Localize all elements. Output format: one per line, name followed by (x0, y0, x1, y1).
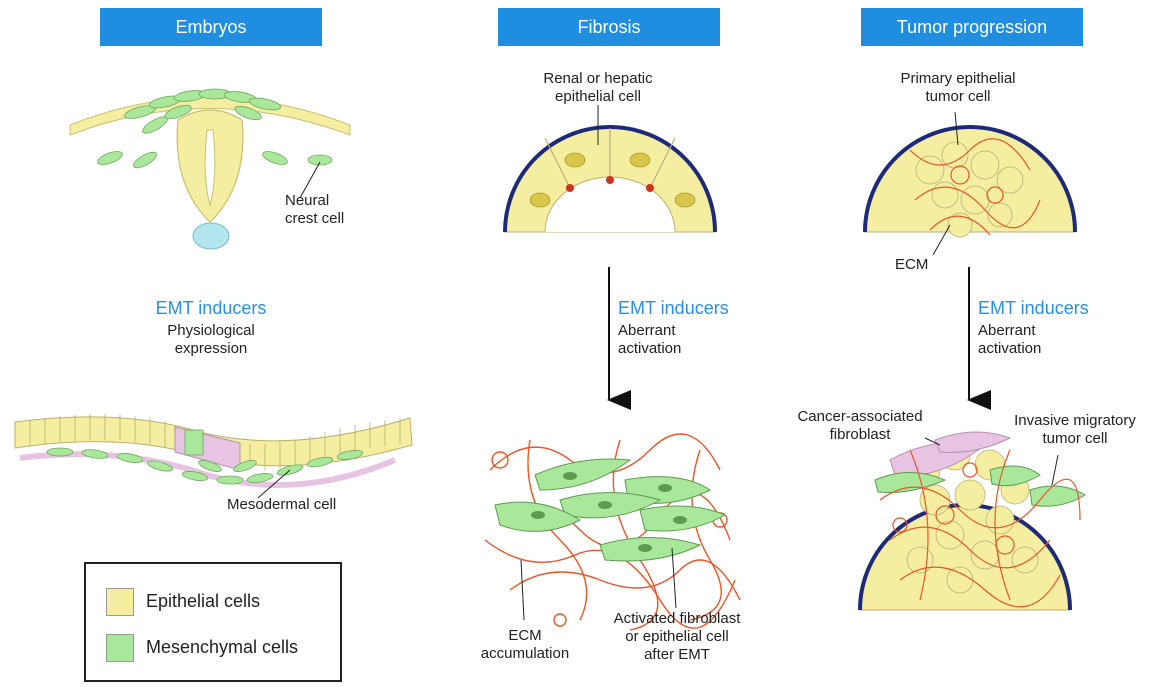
primary-tumor-cell-label-line2: tumor cell (888, 88, 1028, 106)
ecm-accumulation-label-line1: ECM (470, 627, 580, 645)
tumor-ecm-label: ECM (895, 256, 928, 274)
mesodermal-cell-label: Mesodermal cell (227, 496, 336, 514)
activated-fibroblast-label-line2: or epithelial cell (597, 628, 757, 646)
renal-hepatic-label: Renal or hepatic epithelial cell (520, 70, 676, 106)
caf-label-line2: fibroblast (785, 426, 935, 444)
activated-fibroblast-label: Activated fibroblast or epithelial cell … (597, 610, 757, 664)
fibrosis-epithelium-illustration (505, 105, 715, 232)
embryo-epithelium-illustration (15, 414, 412, 498)
activated-fibroblast-label-line1: Activated fibroblast (597, 610, 757, 628)
fibrosis-emt-note-line1: Aberrant (618, 322, 681, 340)
tumor-emt-note-line1: Aberrant (978, 322, 1041, 340)
tumor-emt-note: Aberrant activation (978, 322, 1041, 358)
activated-fibroblast-label-line3: after EMT (597, 646, 757, 664)
primary-tumor-cell-label: Primary epithelial tumor cell (888, 70, 1028, 106)
neural-crest-label-line1: Neural (285, 192, 344, 210)
mesenchymal-legend-label: Mesenchymal cells (146, 637, 298, 658)
epithelial-legend-label: Epithelial cells (146, 591, 260, 612)
renal-hepatic-label-line2: epithelial cell (520, 88, 676, 106)
legend: Epithelial cells Mesenchymal cells (84, 562, 342, 682)
tumor-emt-inducers: EMT inducers (978, 298, 1089, 319)
tumor-emt-note-line2: activation (978, 340, 1041, 358)
primary-tumor-cell-label-line1: Primary epithelial (888, 70, 1028, 88)
invasive-migratory-label: Invasive migratory tumor cell (1000, 412, 1150, 448)
embryos-emt-note-line2: expression (146, 340, 276, 358)
invasive-label-line2: tumor cell (1000, 430, 1150, 448)
epithelial-swatch (106, 588, 134, 616)
caf-label-line1: Cancer-associated (785, 408, 935, 426)
tumor-epithelium-illustration (865, 112, 1075, 255)
invasive-label-line1: Invasive migratory (1000, 412, 1150, 430)
ecm-accumulation-label-line2: accumulation (470, 645, 580, 663)
cancer-associated-fibroblast-label: Cancer-associated fibroblast (785, 408, 935, 444)
ecm-accumulation-label: ECM accumulation (470, 627, 580, 663)
mesenchymal-swatch (106, 634, 134, 662)
fibrosis-emt-inducers: EMT inducers (618, 298, 729, 319)
tumor-invasion-illustration (860, 432, 1085, 610)
fibrosis-ecm-illustration (485, 434, 740, 630)
neural-crest-label-line2: crest cell (285, 210, 344, 228)
fibrosis-emt-note: Aberrant activation (618, 322, 681, 358)
fibrosis-emt-note-line2: activation (618, 340, 681, 358)
embryos-emt-note: Physiological expression (146, 322, 276, 358)
neural-crest-label: Neural crest cell (285, 192, 344, 228)
embryos-emt-inducers: EMT inducers (146, 298, 276, 319)
embryos-emt-note-line1: Physiological (146, 322, 276, 340)
renal-hepatic-label-line1: Renal or hepatic (520, 70, 676, 88)
